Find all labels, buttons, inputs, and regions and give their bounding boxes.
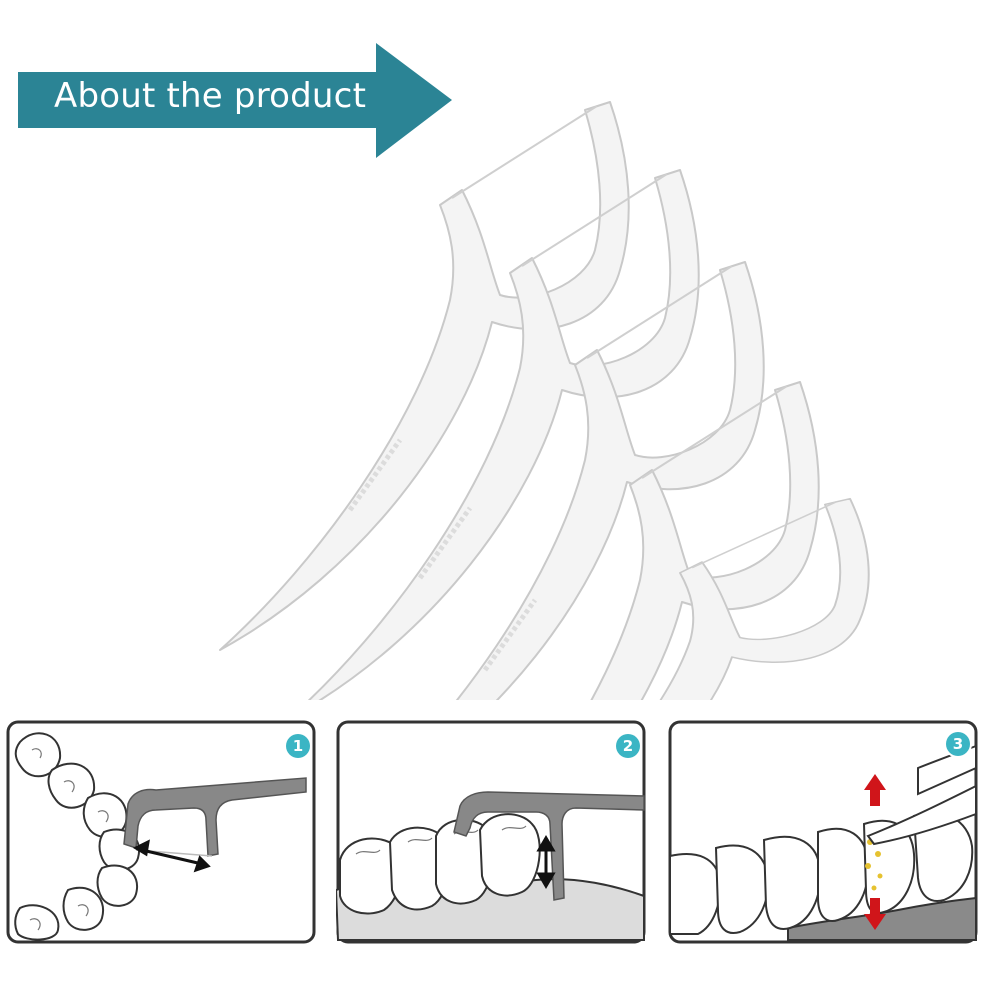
step-2-floss-up-down-illustration (336, 720, 646, 944)
banner-title: About the product (54, 76, 367, 116)
about-product-banner: About the product (0, 0, 470, 170)
step-3-remove-debris-illustration (668, 720, 978, 944)
step-1-badge: 1 (286, 734, 310, 758)
step-3-panel: 3 (668, 720, 978, 944)
floss-picks-image (200, 90, 880, 700)
step-2-badge: 2 (616, 734, 640, 758)
floss-picks-illustration (200, 90, 880, 700)
banner-arrow-shape (18, 43, 452, 158)
step-1-floss-between-teeth-illustration (6, 720, 316, 944)
step-2-panel: 2 (336, 720, 646, 944)
step-1-panel: 1 (6, 720, 316, 944)
step-3-badge: 3 (946, 732, 970, 756)
